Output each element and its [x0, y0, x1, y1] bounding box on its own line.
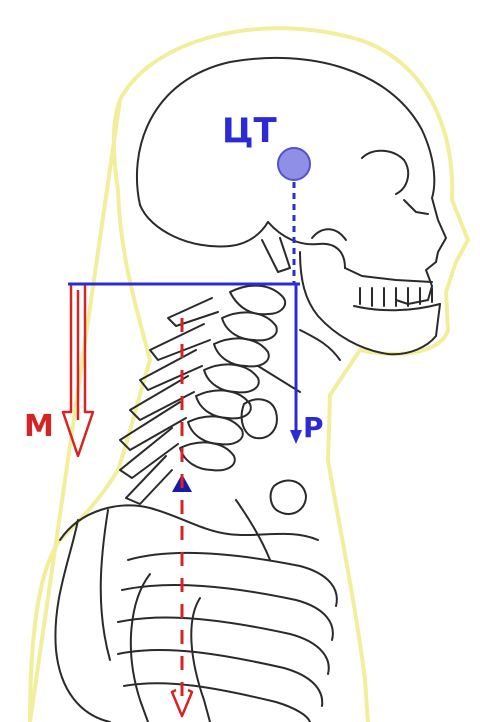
cervical-spine: [120, 286, 306, 514]
weight-force-arrow: [290, 284, 302, 444]
weight-force-label: Р: [303, 414, 324, 442]
center-of-gravity-marker: [278, 148, 310, 180]
shoulder-and-ribcage: [55, 500, 336, 722]
center-of-gravity-label: ЦТ: [222, 114, 277, 148]
muscle-force-label: М: [24, 412, 54, 442]
skull: [137, 58, 446, 360]
